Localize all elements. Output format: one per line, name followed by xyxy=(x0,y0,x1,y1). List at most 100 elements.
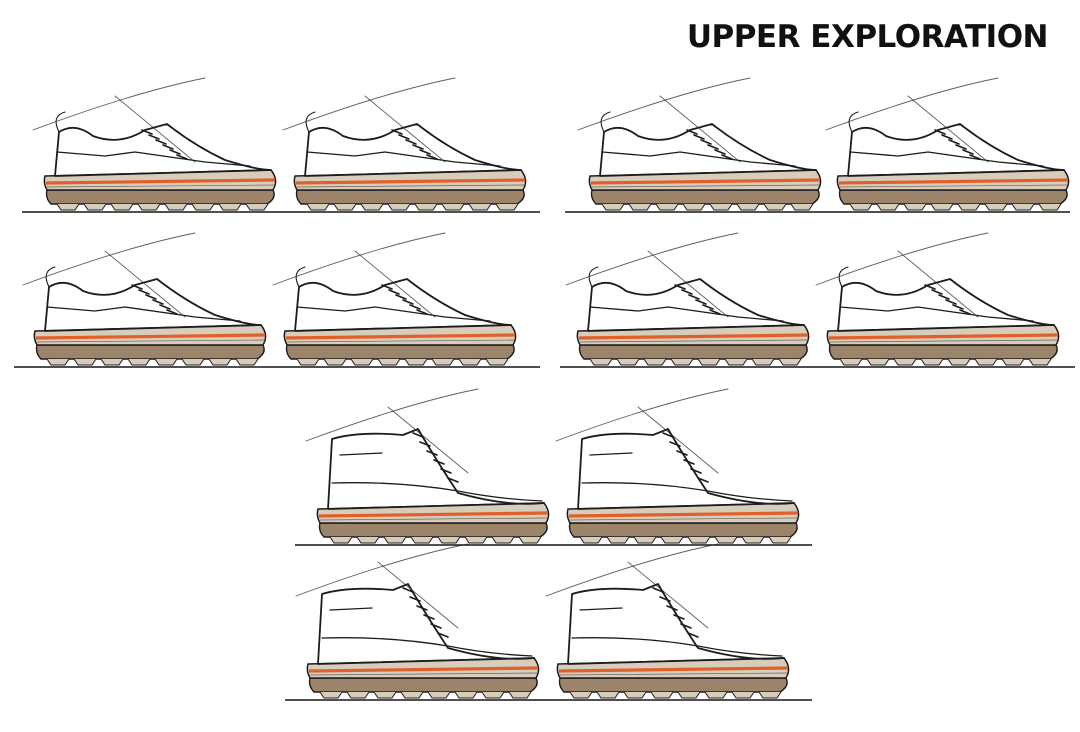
construction-line xyxy=(637,406,719,474)
tread-lug xyxy=(333,203,357,211)
lace xyxy=(169,149,181,155)
outsole xyxy=(295,189,525,205)
lace xyxy=(945,299,957,305)
tread-lug xyxy=(687,536,711,544)
tread-lug xyxy=(208,358,232,366)
tread-lug xyxy=(974,358,998,366)
heel-pull-detail xyxy=(329,607,373,611)
panel-line xyxy=(321,637,533,657)
lace xyxy=(412,144,424,150)
lace xyxy=(962,149,974,155)
outsole xyxy=(308,677,538,693)
tread-lug xyxy=(508,691,532,699)
tread-lug xyxy=(73,358,97,366)
construction-line xyxy=(114,95,196,163)
lace xyxy=(145,294,157,300)
lace xyxy=(419,441,431,447)
lace xyxy=(166,309,178,315)
lace xyxy=(381,284,393,290)
shoe-sketch-low-1 xyxy=(32,77,277,211)
lace xyxy=(430,623,442,629)
construction-line xyxy=(22,232,196,286)
heel-pull-detail xyxy=(339,452,383,456)
outsole xyxy=(558,677,788,693)
tread-lug xyxy=(731,691,755,699)
tread-lug xyxy=(296,358,320,366)
midsole-detail xyxy=(839,184,1068,188)
lace xyxy=(955,144,967,150)
tread-lug xyxy=(660,536,684,544)
shoe-sketch-high-3 xyxy=(295,543,540,699)
sole-accent-stripe xyxy=(35,333,266,340)
construction-line xyxy=(282,77,456,131)
tread-lug xyxy=(606,536,630,544)
tread-lug xyxy=(481,691,505,699)
tread-lug xyxy=(154,358,178,366)
sole-accent-stripe xyxy=(838,178,1069,185)
upper xyxy=(837,278,1055,332)
lace xyxy=(709,309,721,315)
tread-lug xyxy=(191,203,215,211)
tread-lug xyxy=(218,203,242,211)
upper xyxy=(577,428,795,510)
tread-lug xyxy=(164,203,188,211)
midsole-detail xyxy=(591,184,820,188)
lace xyxy=(416,605,428,611)
panel-line xyxy=(331,482,543,502)
tread-lug xyxy=(431,358,455,366)
lace xyxy=(398,134,410,140)
tread-lug xyxy=(181,358,205,366)
tread-lug xyxy=(454,691,478,699)
tread-lug xyxy=(464,536,488,544)
sole-accent-stripe xyxy=(590,178,821,185)
midsole-detail xyxy=(559,672,788,676)
tread-lug xyxy=(697,358,721,366)
construction-line xyxy=(305,388,479,442)
tread-lug xyxy=(736,203,760,211)
sole-accent-stripe xyxy=(558,666,789,673)
shoe-sketch-low-6 xyxy=(272,232,517,366)
lace xyxy=(938,294,950,300)
lace xyxy=(141,129,153,135)
tread-lug xyxy=(677,691,701,699)
construction-line xyxy=(104,250,186,318)
tread-lug xyxy=(903,203,927,211)
sole-accent-stripe xyxy=(295,178,526,185)
tread-lug xyxy=(596,691,620,699)
lace xyxy=(155,139,167,145)
heel-pull-detail xyxy=(589,452,633,456)
tread-lug xyxy=(235,358,259,366)
lace xyxy=(440,468,452,474)
construction-line xyxy=(295,543,469,597)
tread-lug xyxy=(323,358,347,366)
lace xyxy=(676,450,688,456)
lace xyxy=(416,309,428,315)
outsole xyxy=(828,344,1058,360)
tread-lug xyxy=(1028,358,1052,366)
tread-lug xyxy=(957,203,981,211)
lace xyxy=(707,144,719,150)
tread-lug xyxy=(601,203,625,211)
outsole xyxy=(578,344,808,360)
tread-lug xyxy=(709,203,733,211)
panel-line xyxy=(571,637,783,657)
tread-lug xyxy=(319,691,343,699)
tread-lug xyxy=(643,358,667,366)
tread-lug xyxy=(768,536,792,544)
lace xyxy=(948,139,960,145)
tread-lug xyxy=(876,203,900,211)
tread-lug xyxy=(46,358,70,366)
construction-line xyxy=(545,543,719,597)
tread-lug xyxy=(360,203,384,211)
lace xyxy=(924,284,936,290)
tread-lug xyxy=(437,536,461,544)
tread-lug xyxy=(245,203,269,211)
sole-accent-stripe xyxy=(578,333,809,340)
ground-lines xyxy=(14,211,1075,701)
construction-line xyxy=(565,232,739,286)
panel-line xyxy=(849,151,1044,167)
upper xyxy=(317,583,535,665)
tread-lug xyxy=(100,358,124,366)
lace xyxy=(673,614,685,620)
tread-lug xyxy=(137,203,161,211)
